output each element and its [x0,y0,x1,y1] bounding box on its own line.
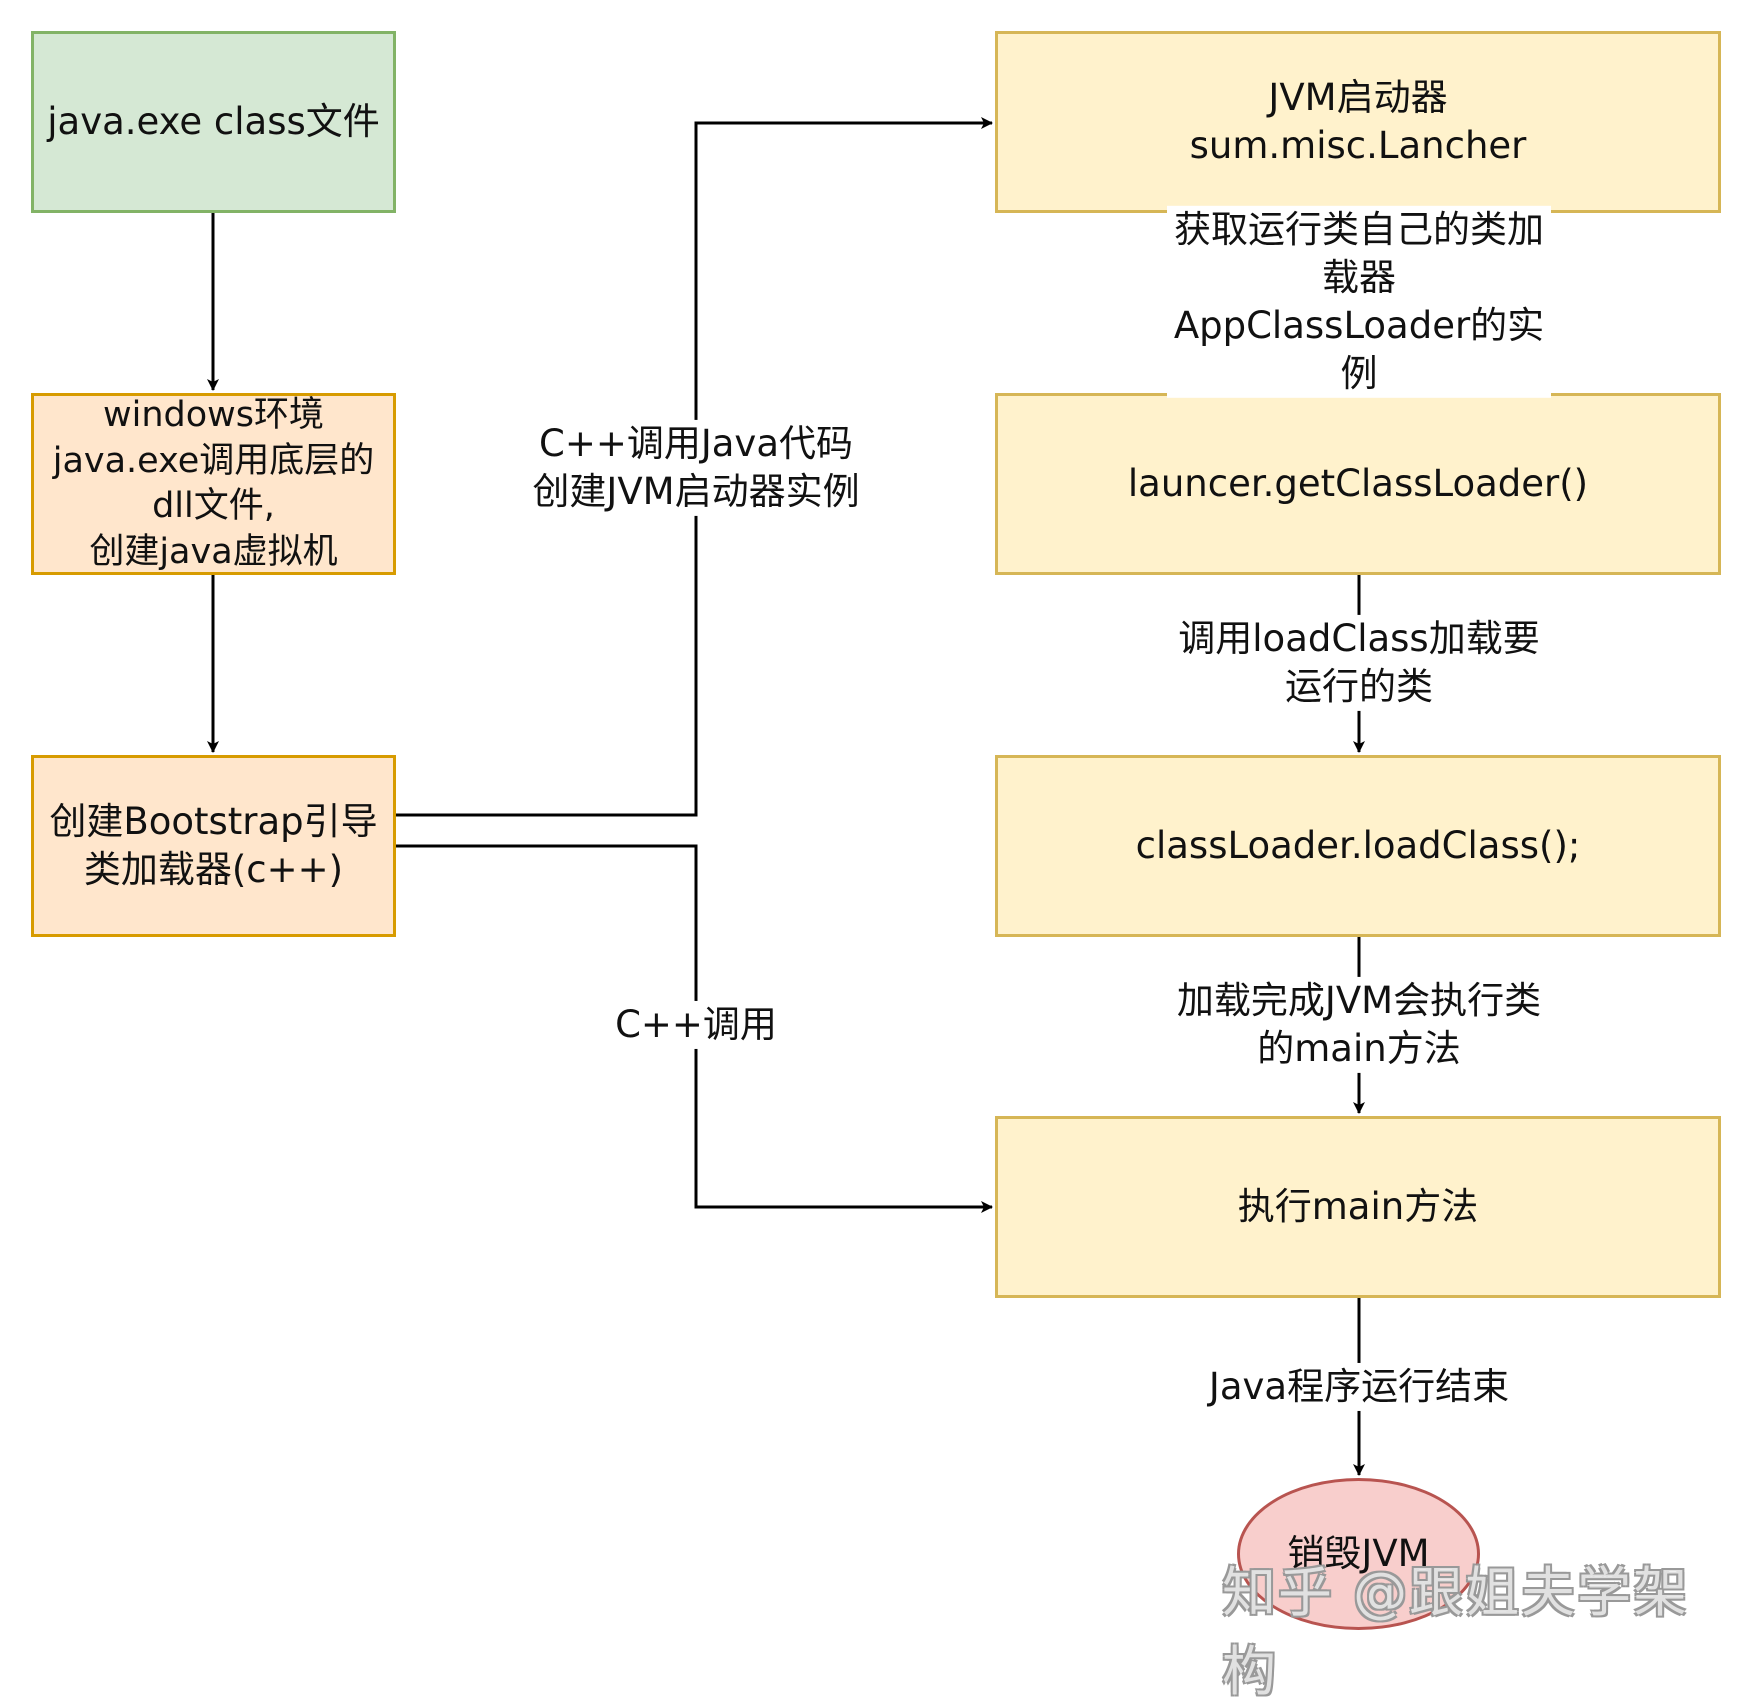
destroy-jvm-label: 销毁JVM [1287,1531,1430,1575]
windows-env-node: windows环境 java.exe调用底层的 dll文件, 创建java虚拟机 [31,393,396,575]
exec-main-node: 执行main方法 [995,1116,1721,1298]
edge-label-exec-main-after-load: 加载完成JVM会执行类的main方法 [1167,976,1551,1074]
destroy-jvm-node: 销毁JVM [1237,1478,1480,1630]
java-exe-label: java.exe class文件 [47,99,380,143]
windows-env-label: windows环境 java.exe调用底层的 dll文件, 创建java虚拟机 [52,395,375,572]
jvm-launcher-node: JVM启动器 sum.misc.Lancher [995,31,1721,213]
edge-label-cpp-create-launcher: C++调用Java代码 创建JVM启动器实例 [528,419,864,517]
edge-label-program-end: Java程序运行结束 [1204,1362,1514,1412]
edge-label-call-load-class: 调用loadClass加载要运行的类 [1167,614,1551,712]
jvm-launcher-label: JVM启动器 sum.misc.Lancher [1189,75,1527,167]
edge-label-cpp-call: C++调用 [611,1000,781,1050]
load-class-node: classLoader.loadClass(); [995,755,1721,937]
bootstrap-node: 创建Bootstrap引导 类加载器(c++) [31,755,396,937]
java-exe-node: java.exe class文件 [31,31,396,213]
load-class-label: classLoader.loadClass(); [1135,823,1581,867]
edge-label-get-app-loader: 获取运行类自己的类加载器 AppClassLoader的实例 [1167,205,1551,399]
exec-main-label: 执行main方法 [1237,1184,1479,1228]
watermark-text: 知乎 @跟姐夫学架构 [1222,1561,1690,1703]
get-class-loader-label: launcer.getClassLoader() [1127,461,1589,505]
bootstrap-label: 创建Bootstrap引导 类加载器(c++) [49,799,378,891]
get-class-loader-node: launcer.getClassLoader() [995,393,1721,575]
